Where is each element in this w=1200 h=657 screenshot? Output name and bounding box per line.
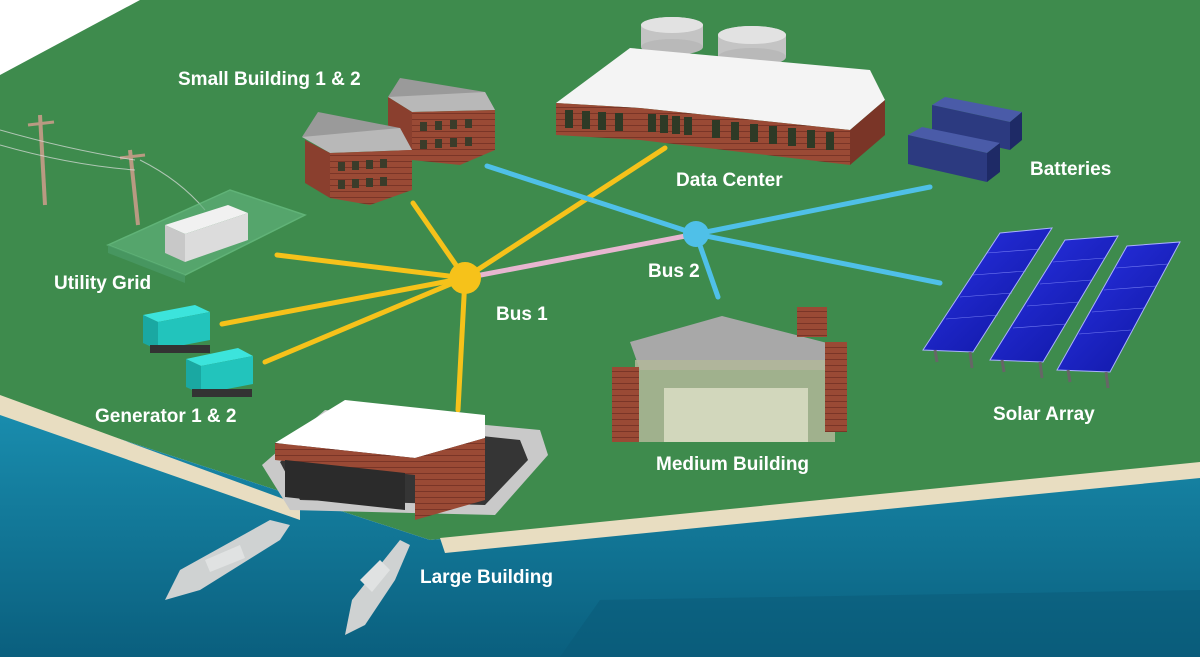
small-buildings-graphic bbox=[302, 78, 495, 205]
utility-grid-graphic bbox=[0, 114, 307, 283]
large-building-graphic bbox=[165, 400, 548, 635]
label-medium-building: Medium Building bbox=[656, 454, 809, 475]
bus2-node bbox=[683, 221, 709, 247]
grass-field bbox=[0, 0, 1200, 540]
medium-building-graphic bbox=[612, 307, 847, 442]
label-generators: Generator 1 & 2 bbox=[95, 406, 237, 427]
label-data-center: Data Center bbox=[676, 170, 783, 191]
shoreline bbox=[0, 395, 300, 520]
solar-array-graphic bbox=[922, 227, 1181, 389]
label-utility-grid: Utility Grid bbox=[54, 273, 151, 294]
generators-graphic bbox=[143, 305, 253, 397]
label-small-buildings: Small Building 1 & 2 bbox=[178, 69, 361, 90]
label-large-building: Large Building bbox=[420, 567, 553, 588]
bus1-node bbox=[449, 262, 481, 294]
label-batteries: Batteries bbox=[1030, 159, 1111, 180]
water-deep bbox=[560, 590, 1200, 657]
tie-line bbox=[462, 231, 699, 281]
labels: Small Building 1 & 2 Data Center Batteri… bbox=[54, 69, 1111, 588]
label-bus2: Bus 2 bbox=[648, 261, 700, 282]
data-center-graphic bbox=[556, 17, 885, 165]
shoreline-east bbox=[440, 462, 1200, 553]
label-bus1: Bus 1 bbox=[496, 304, 548, 325]
label-solar-array: Solar Array bbox=[993, 404, 1095, 425]
batteries-graphic bbox=[908, 97, 1022, 182]
